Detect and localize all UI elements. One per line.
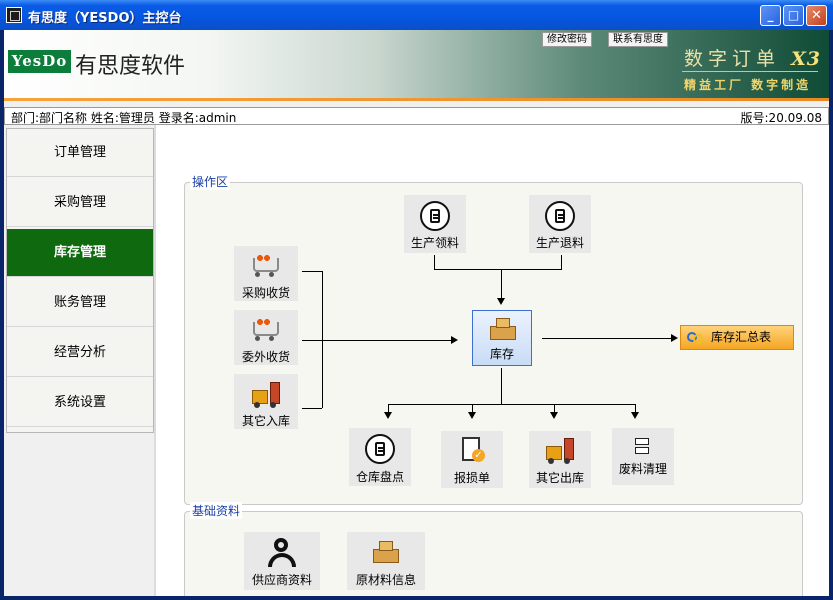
sidebar-nav: 订单管理 采购管理 库存管理 账务管理 经营分析 系统设置 [6, 128, 154, 433]
tile-label: 其它入库 [241, 414, 290, 428]
connector-line [388, 404, 389, 413]
connector-line [501, 269, 502, 299]
tile-label: 供应商资料 [251, 573, 312, 587]
sidebar-filler [4, 433, 154, 596]
connector-line [322, 271, 323, 408]
brand-title: 数字订单 X3 [684, 44, 821, 71]
tile-stocktake[interactable]: 仓库盘点 [349, 428, 411, 486]
connector-line [302, 340, 452, 341]
pane-splitter[interactable] [154, 125, 156, 596]
tile-other-inbound[interactable]: 其它入库 [234, 374, 298, 429]
connector-line [501, 368, 502, 404]
arrow-right-icon [671, 334, 678, 342]
sidebar-item-analysis[interactable]: 经营分析 [7, 329, 153, 377]
clipboard-icon [420, 201, 450, 231]
boxes-icon [489, 317, 517, 341]
tile-label: 库存 [489, 347, 514, 361]
tile-label: 废料清理 [618, 462, 667, 476]
header-accent-line [4, 98, 829, 101]
minimize-button[interactable]: _ [760, 5, 781, 26]
tile-label: 委外收货 [241, 350, 290, 364]
connector-line [542, 338, 672, 339]
cart-icon [251, 318, 281, 342]
connector-line [388, 404, 636, 405]
clipboard-icon [365, 434, 395, 464]
brand-divider [682, 71, 818, 72]
sidebar-item-purchasing[interactable]: 采购管理 [7, 179, 153, 227]
title-bar[interactable]: 有思度（YESDO）主控台 _ □ ✕ [0, 0, 833, 30]
arrow-down-icon [631, 412, 639, 419]
list-icon [634, 436, 652, 456]
report-icon [460, 435, 485, 463]
sidebar-item-settings[interactable]: 系统设置 [7, 379, 153, 427]
tile-supplier-data[interactable]: 供应商资料 [244, 532, 320, 590]
cart-icon [251, 254, 281, 278]
arrow-down-icon [384, 412, 392, 419]
boxes-icon [372, 540, 400, 564]
clipboard-icon [545, 201, 575, 231]
main-panel: 操作区 生产领料 生产退料 采购收货 委外收货 [156, 125, 829, 596]
change-password-link[interactable]: 修改密码 [542, 32, 592, 47]
sidebar-item-accounts[interactable]: 账务管理 [7, 279, 153, 327]
base-data-title: 基础资料 [190, 502, 243, 519]
maximize-button[interactable]: □ [783, 5, 804, 26]
arrow-down-icon [497, 298, 505, 305]
inventory-summary-button[interactable]: 库存汇总表 [680, 325, 794, 350]
logo-text: 有思度软件 [75, 54, 186, 79]
header-banner: YesDo 有思度软件 修改密码 联系有思度 数字订单 X3 精益工厂 数字制造 [4, 30, 829, 98]
tile-production-issue[interactable]: 生产领料 [404, 195, 466, 253]
app-icon [6, 7, 22, 23]
tile-outsource-receipt[interactable]: 委外收货 [234, 310, 298, 365]
tile-damage-report[interactable]: 报损单 [441, 431, 503, 488]
tile-label: 其它出库 [535, 471, 584, 485]
brand-version: X3 [791, 48, 822, 70]
connector-line [302, 271, 322, 272]
arrow-down-icon [550, 412, 558, 419]
close-button[interactable]: ✕ [806, 5, 827, 26]
tile-label: 仓库盘点 [355, 470, 404, 484]
connector-line [302, 408, 322, 409]
user-info: 部门:部门名称 姓名:管理员 登录名:admin [11, 111, 237, 125]
summary-label: 库存汇总表 [711, 330, 772, 344]
forklift-icon [544, 436, 576, 464]
tile-scrap-cleanup[interactable]: 废料清理 [612, 428, 674, 485]
tile-production-return[interactable]: 生产退料 [529, 195, 591, 253]
tile-inventory-center[interactable]: 库存 [472, 310, 532, 366]
tile-label: 采购收货 [241, 286, 290, 300]
brand-title-text: 数字订单 [684, 48, 781, 70]
version-label: 版号:20.09.08 [740, 111, 822, 125]
logo-mark: YesDo [8, 50, 71, 73]
tile-label: 生产退料 [535, 236, 584, 250]
link-icon [687, 332, 705, 344]
connector-line [472, 404, 473, 413]
brand-slogan: 精益工厂 数字制造 [684, 78, 812, 92]
forklift-icon [250, 380, 282, 408]
tile-other-outbound[interactable]: 其它出库 [529, 431, 591, 488]
client-area: YesDo 有思度软件 修改密码 联系有思度 数字订单 X3 精益工厂 数字制造… [4, 30, 829, 596]
connector-line [561, 255, 562, 269]
contact-link[interactable]: 联系有思度 [608, 32, 668, 47]
tile-label: 报损单 [453, 471, 490, 485]
arrow-down-icon [468, 412, 476, 419]
connector-line [434, 269, 562, 270]
arrow-right-icon [451, 336, 458, 344]
connector-line [554, 404, 555, 413]
connector-line [635, 404, 636, 413]
window-title: 有思度（YESDO）主控台 [28, 11, 182, 26]
operation-area-title: 操作区 [190, 173, 231, 190]
tile-material-info[interactable]: 原材料信息 [347, 532, 425, 590]
sidebar-item-orders[interactable]: 订单管理 [7, 129, 153, 177]
tile-label: 原材料信息 [355, 573, 416, 587]
tile-purchase-receipt[interactable]: 采购收货 [234, 246, 298, 301]
connector-line [434, 255, 435, 269]
user-status-bar: 部门:部门名称 姓名:管理员 登录名:admin 版号:20.09.08 [4, 107, 829, 125]
tile-label: 生产领料 [410, 236, 459, 250]
users-icon [266, 538, 298, 568]
sidebar-item-inventory[interactable]: 库存管理 [7, 229, 153, 277]
